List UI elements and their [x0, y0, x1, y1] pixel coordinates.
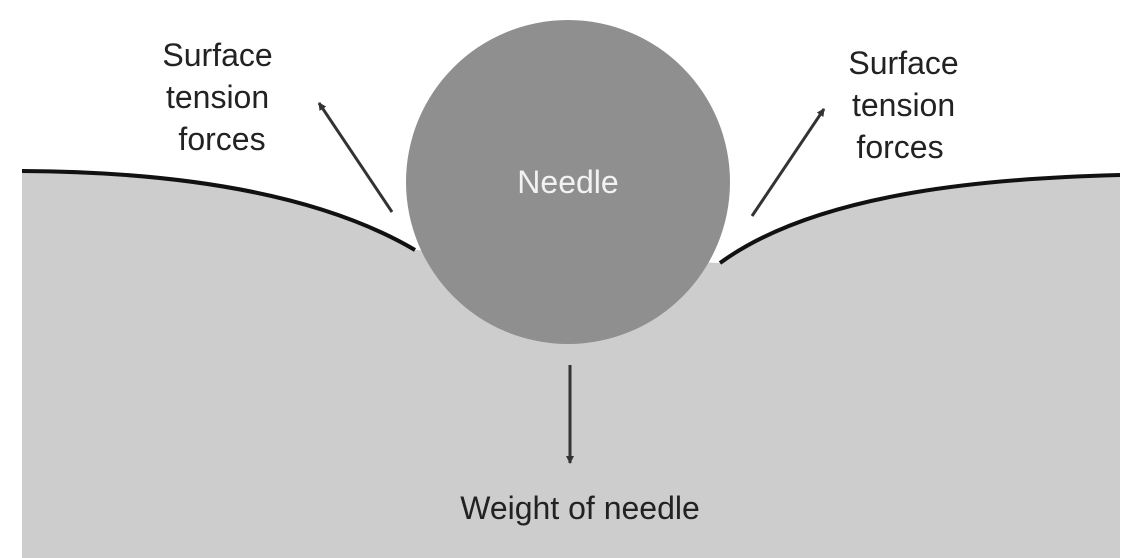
left-force-arrow — [319, 103, 392, 212]
right-force-arrow — [752, 109, 824, 216]
right-force-label-line-3: forces — [856, 129, 943, 165]
right-force-label-line-2: tension — [852, 87, 955, 123]
left-force-label-line-3: forces — [178, 121, 265, 157]
left-force-label: Surface tension forces — [162, 37, 281, 157]
left-force-label-line-1: Surface — [162, 37, 272, 73]
right-force-label-line-1: Surface — [848, 45, 958, 81]
left-force-label-line-2: tension — [166, 79, 269, 115]
weight-label: Weight of needle — [460, 490, 700, 526]
right-force-label: Surface tension forces — [848, 45, 967, 165]
needle-label: Needle — [517, 164, 618, 200]
